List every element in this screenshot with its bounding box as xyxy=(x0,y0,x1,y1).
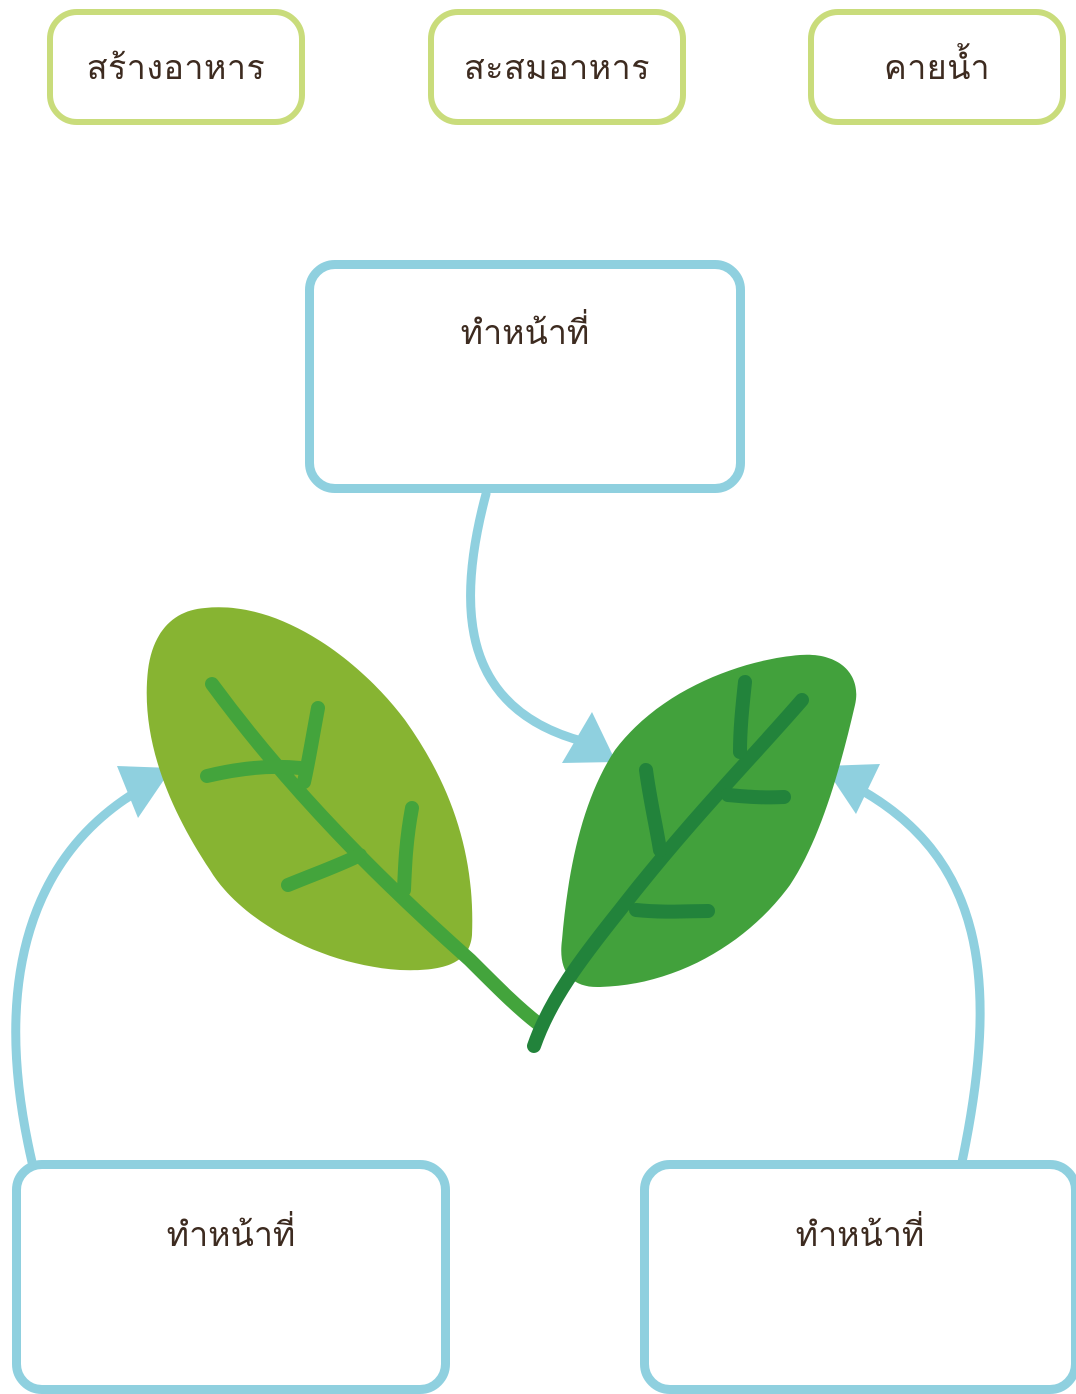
word-bank-label: คายน้ำ xyxy=(883,48,991,88)
arrow-right-to-right-leaf xyxy=(847,780,985,1167)
word-bank-label: สะสมอาหาร xyxy=(464,48,650,88)
word-bank-item-store-food: สะสมอาหาร xyxy=(428,9,686,125)
function-box-label: ทำหน้าที่ xyxy=(166,1215,296,1255)
word-bank-item-transpire: คายน้ำ xyxy=(808,9,1066,125)
arrow-left-to-left-leaf xyxy=(11,780,153,1167)
right-leaf-veins xyxy=(527,675,809,1053)
word-bank-label: สร้างอาหาร xyxy=(86,48,266,88)
arrow-top-to-right-leaf xyxy=(465,489,590,747)
word-bank-item-make-food: สร้างอาหาร xyxy=(47,9,305,125)
arrowhead-top xyxy=(562,712,616,763)
function-box-left[interactable]: ทำหน้าที่ xyxy=(12,1160,450,1394)
arrowhead-right xyxy=(824,764,880,814)
function-box-top[interactable]: ทำหน้าที่ xyxy=(305,260,745,493)
function-box-label: ทำหน้าที่ xyxy=(460,313,590,353)
left-leaf-veins xyxy=(200,677,547,1032)
function-box-label: ทำหน้าที่ xyxy=(795,1215,925,1255)
function-box-right[interactable]: ทำหน้าที่ xyxy=(640,1160,1076,1394)
arrowhead-left xyxy=(117,766,172,818)
